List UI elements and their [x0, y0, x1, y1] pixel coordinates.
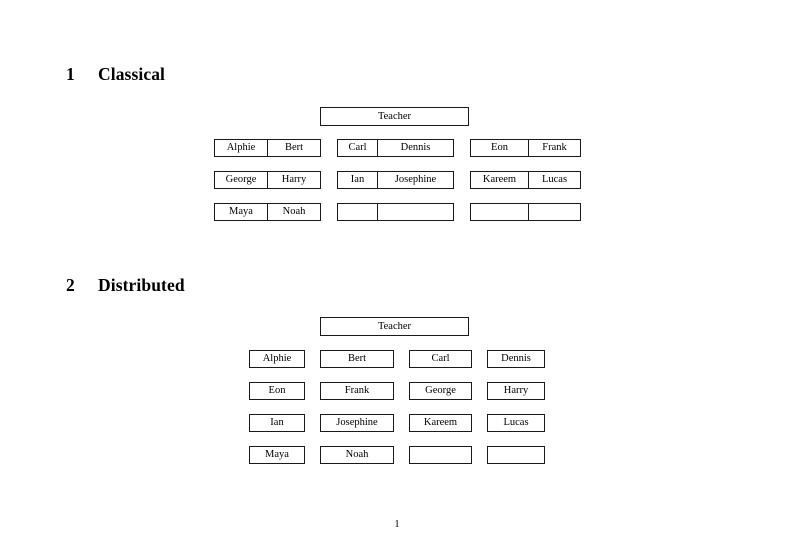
student-box: Harry: [487, 382, 545, 400]
student-box: Dennis: [487, 350, 545, 368]
table-row: Kareem Lucas: [470, 171, 581, 189]
student-box: Alphie: [249, 350, 305, 368]
student-cell-empty: [337, 203, 378, 221]
table-row: [470, 203, 581, 221]
student-box-empty: [487, 446, 545, 464]
student-cell: Lucas: [528, 171, 581, 189]
section-heading-classical: 1 Classical: [66, 64, 165, 85]
section-title: Distributed: [98, 275, 185, 295]
page-number: 1: [394, 519, 400, 530]
student-cell: Carl: [337, 139, 378, 157]
table-row: Carl Dennis: [337, 139, 454, 157]
table-row: Eon Frank: [470, 139, 581, 157]
student-cell: Maya: [214, 203, 268, 221]
student-box: Noah: [320, 446, 394, 464]
student-cell: Alphie: [214, 139, 268, 157]
student-cell: Noah: [267, 203, 321, 221]
student-cell: Dennis: [377, 139, 454, 157]
table-row: George Harry: [214, 171, 321, 189]
section-title: Classical: [98, 64, 166, 84]
student-box: Frank: [320, 382, 394, 400]
student-box: Bert: [320, 350, 394, 368]
student-box: Carl: [409, 350, 472, 368]
student-cell-empty: [528, 203, 581, 221]
student-cell: Kareem: [470, 171, 529, 189]
table-row: Ian Josephine: [337, 171, 454, 189]
student-cell: Harry: [267, 171, 321, 189]
student-cell: Ian: [337, 171, 378, 189]
student-box: Eon: [249, 382, 305, 400]
student-box: Maya: [249, 446, 305, 464]
student-cell: George: [214, 171, 268, 189]
section-number: 2: [66, 275, 75, 295]
student-cell: Bert: [267, 139, 321, 157]
student-box: George: [409, 382, 472, 400]
student-box: Kareem: [409, 414, 472, 432]
student-cell: Josephine: [377, 171, 454, 189]
table-row: Alphie Bert: [214, 139, 321, 157]
section-heading-distributed: 2 Distributed: [66, 275, 185, 296]
section-number: 1: [66, 64, 75, 84]
student-box: Ian: [249, 414, 305, 432]
student-cell-empty: [470, 203, 529, 221]
student-box-empty: [409, 446, 472, 464]
table-row: [337, 203, 454, 221]
student-cell-empty: [377, 203, 454, 221]
teacher-box-classical: Teacher: [320, 107, 469, 126]
student-box: Lucas: [487, 414, 545, 432]
student-cell: Frank: [528, 139, 581, 157]
student-cell: Eon: [470, 139, 529, 157]
table-row: Maya Noah: [214, 203, 321, 221]
teacher-box-distributed: Teacher: [320, 317, 469, 336]
student-box: Josephine: [320, 414, 394, 432]
